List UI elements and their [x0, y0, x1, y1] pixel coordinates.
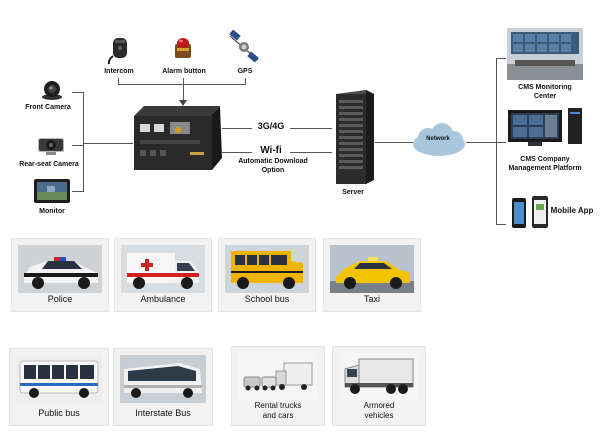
alarm-connector: [183, 78, 184, 85]
armored-vehicle-image: [339, 353, 419, 401]
network-to-bus-line: [466, 142, 496, 143]
alarm-button-label: Alarm button: [162, 68, 206, 75]
rear-camera-connector: [72, 145, 84, 146]
left-to-dvr-line: [83, 143, 133, 144]
interstate-bus-image: [120, 355, 206, 403]
rental-label-line1: Rental trucks: [254, 401, 302, 410]
wifi-subtitle-line1: Automatic Download: [238, 158, 308, 165]
cms-platform-image: [508, 108, 582, 146]
vehicle-tile-taxi: Taxi: [323, 238, 421, 312]
alarm-button-icon: [175, 38, 191, 58]
network-label: Network: [426, 136, 450, 142]
rental-label: Rental trucks and cars: [232, 401, 324, 421]
down-arrow-icon: [179, 100, 187, 106]
gps-connector: [245, 78, 246, 85]
wifi-link-line-left: [222, 152, 252, 153]
public-bus-image: [16, 355, 102, 403]
front-camera-label: Front Camera: [25, 104, 71, 111]
intercom-connector: [118, 78, 119, 85]
wifi-link-line-right: [290, 152, 332, 153]
server-icon: [336, 90, 374, 184]
intercom-icon: [107, 38, 127, 64]
armored-label: Armored vehicles: [333, 401, 425, 421]
right-output-bus: [496, 58, 497, 224]
rental-label-line2: and cars: [262, 411, 294, 420]
monitor-icon: [34, 179, 70, 203]
vehicle-tile-armored: Armored vehicles: [332, 346, 426, 426]
cms-platform-connector: [496, 142, 506, 143]
top-input-bus: [118, 84, 246, 85]
vehicle-tile-interstate-bus: Interstate Bus: [113, 348, 213, 426]
cellular-link-label: 3G/4G: [257, 121, 285, 131]
mobile-app-label: Mobile App: [550, 206, 594, 215]
school-bus-image: [225, 245, 309, 293]
vehicle-tile-ambulance: Ambulance: [114, 238, 212, 312]
cms-platform-label-line2: Management Platform: [508, 165, 582, 172]
police-car-image: [18, 245, 102, 293]
cellular-link-line-left: [222, 128, 252, 129]
police-label: Police: [47, 294, 73, 304]
mobile-connector: [496, 224, 506, 225]
front-camera-icon: [42, 81, 62, 100]
front-camera-connector: [72, 92, 84, 93]
server-label: Server: [342, 189, 364, 196]
cms-center-connector: [496, 58, 506, 59]
monitor-label: Monitor: [39, 208, 65, 215]
rear-seat-camera-icon: [38, 138, 64, 155]
mobile-dvr-icon: [134, 106, 222, 170]
public-bus-label: Public bus: [38, 408, 80, 418]
monitor-connector: [72, 191, 84, 192]
taxi-label: Taxi: [363, 294, 380, 304]
ambulance-label: Ambulance: [140, 294, 186, 304]
mobile-app-phones-icon: [512, 196, 548, 228]
ambulance-image: [121, 245, 205, 293]
armored-label-line2: vehicles: [364, 411, 394, 420]
gps-label: GPS: [237, 68, 253, 75]
gps-satellite-icon: [229, 30, 259, 63]
cellular-link-line-right: [290, 128, 332, 129]
cms-center-label-line1: CMS Monitoring: [518, 84, 572, 91]
wifi-link-label: Wi-fi: [260, 145, 282, 156]
server-to-network-line: [375, 142, 413, 143]
cms-platform-label-line1: CMS Company: [520, 156, 570, 163]
top-to-dvr-line: [183, 85, 184, 103]
cms-center-label-line2: Center: [533, 93, 557, 100]
rental-trucks-cars-image: [238, 353, 318, 401]
cms-monitoring-center-image: [507, 28, 583, 80]
armored-label-line1: Armored: [363, 401, 395, 410]
taxi-image: [330, 245, 414, 293]
intercom-label: Intercom: [104, 68, 134, 75]
vehicle-tile-rental: Rental trucks and cars: [231, 346, 325, 426]
rear-seat-camera-label: Rear-seat Camera: [19, 161, 79, 168]
vehicle-tile-public-bus: Public bus: [9, 348, 109, 426]
school-bus-label: School bus: [244, 294, 290, 304]
wifi-subtitle-line2: Option: [261, 167, 285, 174]
interstate-bus-label: Interstate Bus: [135, 408, 191, 418]
vehicle-tile-police: Police: [11, 238, 109, 312]
left-input-bus: [83, 92, 84, 192]
network-cloud-icon: [413, 123, 465, 156]
vehicle-tile-school-bus: School bus: [218, 238, 316, 312]
